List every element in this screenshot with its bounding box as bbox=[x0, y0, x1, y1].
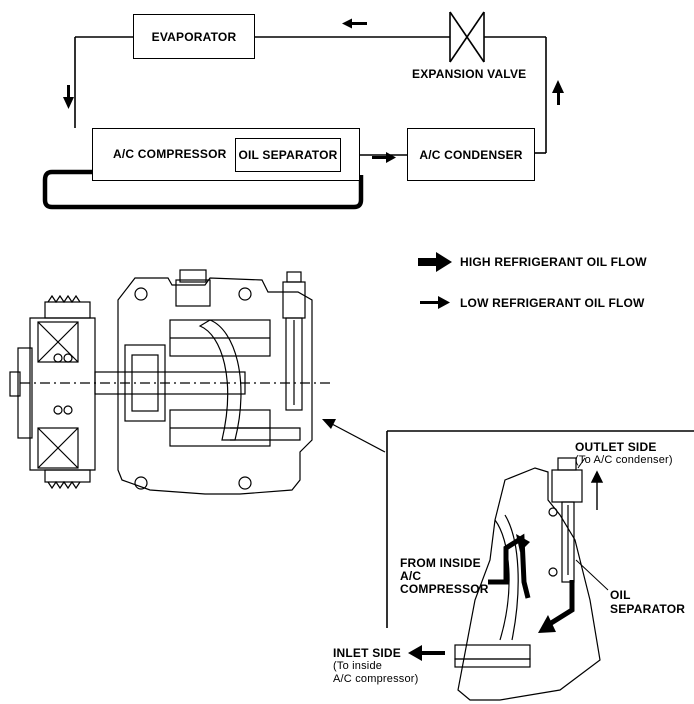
oil-return-loop bbox=[42, 169, 364, 210]
inlet-arrow bbox=[408, 645, 445, 661]
high-oil-flow-down bbox=[546, 580, 575, 628]
expansion-valve-icon bbox=[449, 11, 485, 63]
compressor-box: A/C COMPRESSOR OIL SEPARATOR bbox=[92, 128, 360, 181]
from-inside-line1: FROM INSIDE bbox=[400, 556, 481, 570]
outlet-arrow bbox=[590, 470, 604, 510]
oil-sep-leader bbox=[575, 559, 609, 591]
legend-high-label: HIGH REFRIGERANT OIL FLOW bbox=[460, 255, 647, 269]
from-inside-line3: COMPRESSOR bbox=[400, 582, 489, 596]
inlet-side-sub1: (To inside bbox=[333, 660, 383, 672]
high-oil-flow-path bbox=[488, 533, 531, 599]
detail-frame bbox=[386, 430, 694, 628]
oil-separator-detail-line1: OIL bbox=[610, 588, 631, 602]
expansion-valve-label: EXPANSION VALVE bbox=[412, 67, 527, 81]
oil-separator-detail bbox=[454, 457, 601, 701]
compressor-label: A/C COMPRESSOR bbox=[113, 147, 227, 161]
oil-separator-detail-line2: SEPARATOR bbox=[610, 602, 686, 616]
evaporator-box: EVAPORATOR bbox=[133, 14, 255, 59]
outlet-side-title: OUTLET SIDE bbox=[575, 440, 657, 454]
inlet-side-title: INLET SIDE bbox=[333, 646, 402, 660]
inlet-side-sub2: A/C compressor) bbox=[333, 673, 419, 685]
detail-pointer-line bbox=[331, 423, 386, 453]
oil-separator-box: OIL SEPARATOR bbox=[235, 138, 341, 172]
outlet-leader bbox=[577, 457, 586, 469]
legend-arrows bbox=[418, 252, 452, 309]
outlet-side-sub: (To A/C condenser) bbox=[575, 454, 673, 466]
detail-pointer-arrowhead bbox=[322, 419, 336, 429]
oil-separator-label: OIL SEPARATOR bbox=[238, 148, 338, 162]
evaporator-label: EVAPORATOR bbox=[151, 29, 237, 44]
condenser-label: A/C CONDENSER bbox=[419, 147, 523, 162]
condenser-box: A/C CONDENSER bbox=[407, 128, 535, 181]
refrigerant-loop bbox=[74, 36, 547, 156]
legend-low-label: LOW REFRIGERANT OIL FLOW bbox=[460, 296, 645, 310]
compressor-cross-section bbox=[9, 269, 330, 495]
from-inside-line2: A/C bbox=[400, 569, 422, 583]
flow-arrows bbox=[63, 18, 564, 163]
